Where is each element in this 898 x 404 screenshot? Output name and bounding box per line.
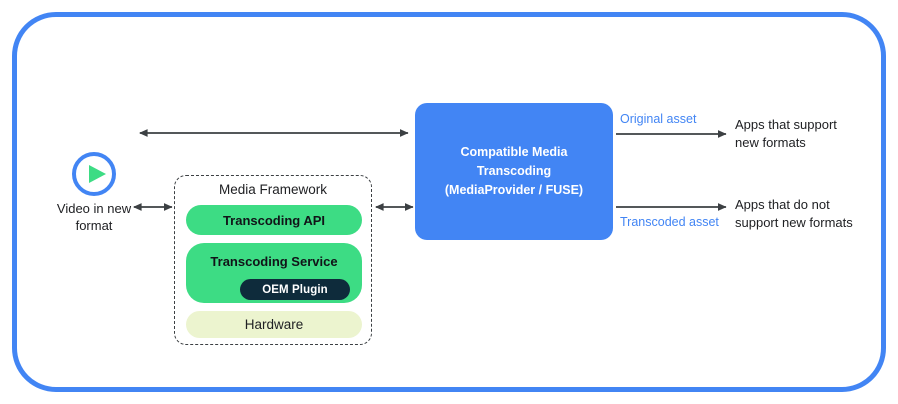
apps-no-support-new-formats-label: Apps that do not support new formats [735,197,853,230]
compatible-media-transcoding-label: Compatible Media Transcoding (MediaProvi… [444,145,584,197]
original-asset-edge-label: Original asset [620,112,697,126]
outer-frame [12,12,886,392]
transcoding-service-block[interactable]: Transcoding Service OEM Plugin [186,243,362,303]
play-circle-icon [72,152,116,196]
compatible-media-transcoding-box[interactable]: Compatible Media Transcoding (MediaProvi… [415,103,613,240]
hardware-block[interactable]: Hardware [186,311,362,338]
hardware-label: Hardware [244,317,304,332]
oem-plugin-label: OEM Plugin [262,283,328,296]
media-framework-title: Media Framework [218,182,328,197]
transcoding-service-label: Transcoding Service [210,254,338,269]
transcoded-asset-edge-label: Transcoded asset [620,215,719,229]
video-source-caption: Video in new format [56,201,132,233]
apps-support-new-formats-label: Apps that support new formats [735,117,837,150]
transcoding-api-label: Transcoding API [222,212,326,228]
media-framework-group: Media Framework Transcoding API Transcod… [174,175,372,345]
play-triangle-icon [89,165,106,183]
transcoding-api-block[interactable]: Transcoding API [186,205,362,235]
oem-plugin-badge[interactable]: OEM Plugin [240,279,350,300]
